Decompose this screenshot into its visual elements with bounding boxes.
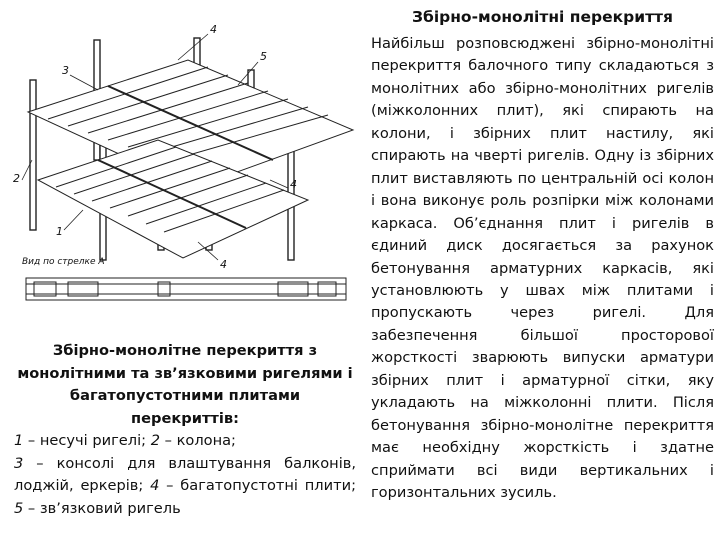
- page-title: Збірно-монолітні перекриття: [411, 8, 673, 26]
- callout-label: 4: [220, 258, 227, 271]
- callout-label: 1: [56, 225, 63, 238]
- lower-slab: [36, 139, 310, 259]
- caption-number: 1: [14, 432, 24, 449]
- callout-label: 5: [260, 50, 267, 63]
- floor-structure-drawing: 4 3 5 2 1 4 4 Вид по стрелке А: [13, 23, 355, 301]
- callout-label: 3: [62, 64, 69, 77]
- caption-list-line: 3 – консолі для влаштування балконів, ло…: [14, 453, 356, 521]
- callout-label: 2: [13, 172, 20, 185]
- callout-label: 4: [290, 178, 297, 191]
- section-view: [25, 277, 347, 301]
- caption-text: – несучі ригелі;: [23, 432, 151, 449]
- caption-number: 3: [14, 454, 24, 472]
- caption-number: 2: [150, 432, 160, 449]
- caption-text: – багатопустотні плити;: [159, 477, 357, 494]
- view-caption: Вид по стрелке А: [22, 257, 105, 267]
- callout-label: 4: [210, 23, 217, 36]
- caption-number: 5: [14, 499, 24, 517]
- caption-text: – колона;: [160, 432, 236, 449]
- figure-caption: Збірно-монолітне перекриття з монолітним…: [14, 340, 356, 520]
- caption-text: – консолі для влаштування балконів, лодж…: [14, 454, 356, 495]
- caption-heading: Збірно-монолітне перекриття з монолітним…: [17, 342, 353, 427]
- body-paragraph: Найбільш розповсюджені збірно-монолітні …: [371, 35, 714, 502]
- caption-text: – зв’язковий ригель: [23, 499, 181, 517]
- caption-list-line: 1 – несучі ригелі; 2 – колона;: [14, 430, 356, 453]
- column: [29, 79, 37, 231]
- caption-number: 4: [150, 477, 160, 494]
